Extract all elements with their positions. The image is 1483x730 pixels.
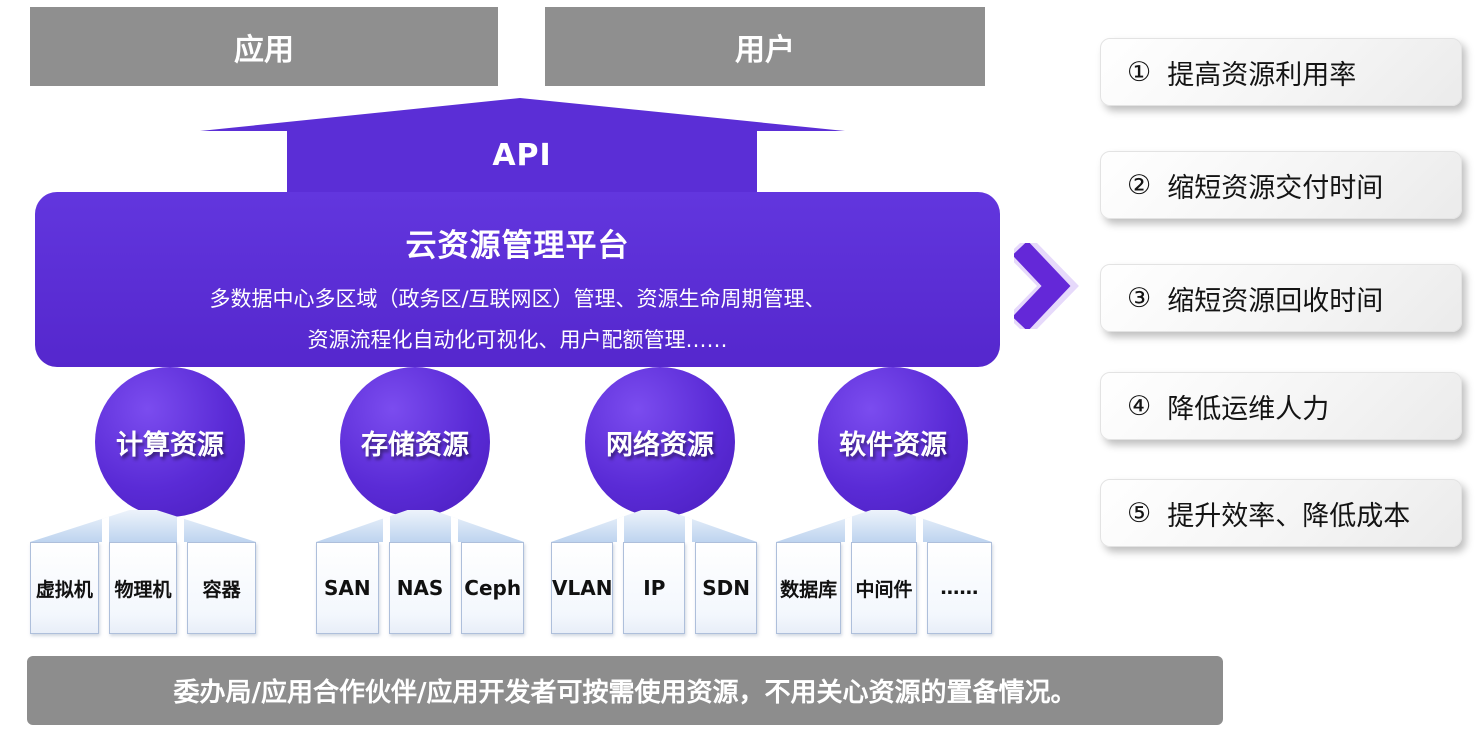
benefit-card-4: ④ 降低运维人力: [1100, 372, 1462, 440]
fan-gap: [382, 510, 390, 542]
user-box: 用户: [545, 7, 985, 86]
group-computing: 虚拟机 物理机 容器: [30, 510, 257, 634]
api-label: API: [492, 138, 552, 173]
item-container: 容器: [187, 542, 257, 634]
circle-computing-label: 计算资源: [116, 429, 224, 461]
benefit-card-3: ③ 缩短资源回收时间: [1100, 264, 1462, 332]
benefit-2-number: ②: [1127, 169, 1152, 201]
fan-gap: [176, 510, 184, 542]
fan-network: [551, 510, 757, 542]
fan-computing: [30, 510, 256, 542]
item-ip: IP: [623, 542, 686, 634]
benefit-1-number: ①: [1127, 56, 1152, 88]
benefit-3-number: ③: [1127, 282, 1152, 314]
fan-gap: [451, 510, 459, 542]
item-physical-machine: 物理机: [108, 542, 178, 634]
circle-storage-resources: 存储资源: [340, 367, 490, 517]
item-ceph: Ceph: [461, 542, 525, 634]
item-nas: NAS: [388, 542, 452, 634]
boxes-network: VLAN IP SDN: [551, 542, 758, 634]
api-arrow-shape: API: [200, 98, 845, 192]
platform-title: 云资源管理平台: [405, 228, 630, 264]
platform-box: 云资源管理平台 多数据中心多区域（政务区/互联网区）管理、资源生命周期管理、 资…: [35, 192, 1000, 367]
item-vlan: VLAN: [551, 542, 614, 634]
fan-gap: [616, 510, 624, 542]
benefit-3-label: 缩短资源回收时间: [1167, 285, 1384, 317]
group-storage: SAN NAS Ceph: [316, 510, 525, 634]
fan-gap: [916, 510, 924, 542]
benefit-2-label: 缩短资源交付时间: [1167, 172, 1384, 204]
application-label: 应用: [234, 32, 294, 68]
fan-gap: [102, 510, 110, 542]
fan-gap: [845, 510, 853, 542]
application-box: 应用: [30, 7, 498, 86]
circle-network-resources: 网络资源: [585, 367, 735, 517]
group-software: 数据库 中间件 ……: [776, 510, 992, 634]
user-label: 用户: [735, 32, 795, 68]
item-ellipsis: ……: [926, 542, 992, 634]
group-network: VLAN IP SDN: [551, 510, 758, 634]
fan-software: [776, 510, 992, 542]
item-san: SAN: [316, 542, 379, 634]
benefit-5-number: ⑤: [1127, 497, 1152, 529]
platform-desc-line2: 资源流程化自动化可视化、用户配额管理……: [307, 328, 728, 352]
item-vm: 虚拟机: [30, 542, 99, 634]
benefit-4-label: 降低运维人力: [1167, 393, 1330, 425]
footer-bar: 委办局/应用合作伙伴/应用开发者可按需使用资源，不用关心资源的置备情况。: [27, 656, 1223, 725]
benefit-1-label: 提高资源利用率: [1167, 59, 1357, 91]
chevron-right-icon: [1014, 243, 1079, 329]
fan-storage: [316, 510, 524, 542]
item-database: 数据库: [776, 542, 842, 634]
benefit-4-number: ④: [1127, 390, 1152, 422]
platform-description: 多数据中心多区域（政务区/互联网区）管理、资源生命周期管理、 资源流程化自动化可…: [209, 279, 825, 361]
item-sdn: SDN: [695, 542, 758, 634]
platform-desc-line1: 多数据中心多区域（政务区/互联网区）管理、资源生命周期管理、: [209, 287, 826, 311]
boxes-computing: 虚拟机 物理机 容器: [30, 542, 257, 634]
footer-text: 委办局/应用合作伙伴/应用开发者可按需使用资源，不用关心资源的置备情况。: [173, 678, 1077, 708]
circle-software-resources: 软件资源: [818, 367, 968, 517]
benefit-card-2: ② 缩短资源交付时间: [1100, 151, 1462, 219]
circle-software-label: 软件资源: [839, 429, 947, 461]
circle-computing-resources: 计算资源: [95, 367, 245, 517]
benefit-5-label: 提升效率、降低成本: [1167, 500, 1411, 532]
item-middleware: 中间件: [851, 542, 917, 634]
benefit-card-5: ⑤ 提升效率、降低成本: [1100, 479, 1462, 547]
circle-network-label: 网络资源: [606, 429, 714, 461]
boxes-storage: SAN NAS Ceph: [316, 542, 525, 634]
boxes-software: 数据库 中间件 ……: [776, 542, 992, 634]
fan-gap: [684, 510, 692, 542]
benefit-card-1: ① 提高资源利用率: [1100, 38, 1462, 106]
circle-storage-label: 存储资源: [361, 429, 469, 461]
